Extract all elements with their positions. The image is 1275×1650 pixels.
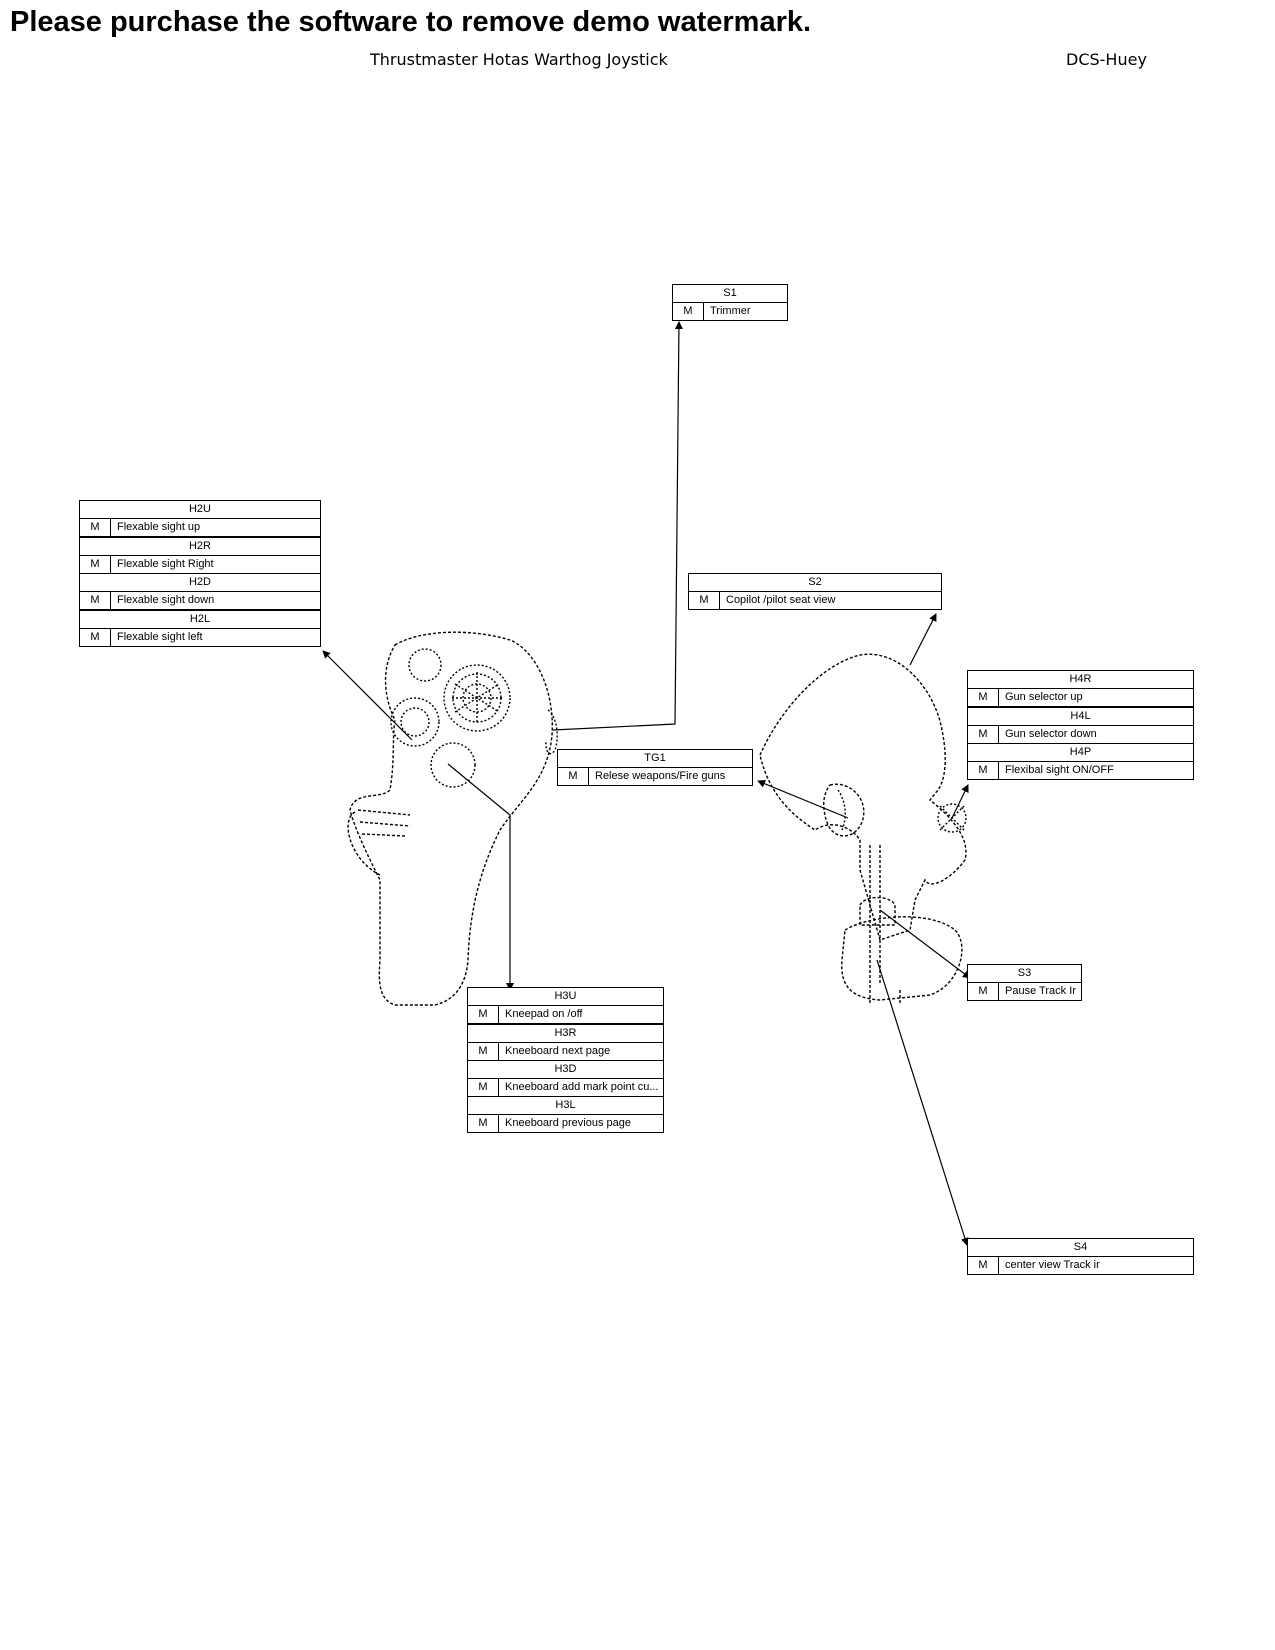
- modifier-label: M: [689, 592, 720, 609]
- leader-h2: [322, 650, 413, 741]
- action-label: Kneeboard next page: [505, 1045, 611, 1057]
- binding-box-s3: S3 M Pause Track Ir: [967, 964, 1082, 1001]
- button-label: S4: [968, 1239, 1193, 1257]
- modifier-label: M: [968, 1257, 999, 1274]
- action-label: Kneeboard add mark point cu...: [505, 1081, 659, 1093]
- trigger-illustration: [837, 789, 846, 831]
- modifier-label: M: [468, 1006, 499, 1023]
- action-label: Kneeboard previous page: [505, 1117, 631, 1129]
- leader-s4: [876, 959, 969, 1246]
- action-label: Kneepad on /off: [505, 1008, 583, 1020]
- button-s1-illustration: [545, 709, 558, 755]
- button-label: H3D: [468, 1061, 663, 1079]
- profile-title: DCS-Huey: [1066, 50, 1147, 69]
- binding-box-tg1: TG1 M Relese weapons/Fire guns: [557, 749, 753, 786]
- button-label: S2: [689, 574, 941, 592]
- hat-h3-illustration: [430, 664, 511, 788]
- button-label: H4R: [968, 671, 1193, 689]
- button-label: H4P: [968, 744, 1193, 762]
- hat-h2-illustration: [390, 648, 442, 747]
- binding-box-h3: H3U M Kneepad on /off H3R M Kneeboard next…: [467, 987, 664, 1133]
- action-label: Trimmer: [710, 305, 751, 317]
- action-label: center view Track ir: [1005, 1259, 1100, 1271]
- modifier-label: M: [80, 556, 111, 573]
- action-label: Relese weapons/Fire guns: [595, 770, 726, 782]
- leader-lines: [322, 321, 971, 1246]
- modifier-label: M: [673, 303, 704, 320]
- demo-watermark: Please purchase the software to remove d…: [10, 6, 812, 38]
- button-label: H2D: [80, 574, 320, 592]
- button-label: H2R: [80, 538, 320, 556]
- joystick-front-illustration: [347, 631, 553, 1006]
- button-label: H3U: [468, 988, 663, 1006]
- button-label: H2U: [80, 501, 320, 519]
- modifier-label: M: [80, 629, 111, 646]
- modifier-label: M: [968, 762, 999, 779]
- action-label: Flexable sight up: [117, 521, 201, 533]
- action-label: Copilot /pilot seat view: [726, 594, 836, 606]
- leader-s1: [552, 321, 683, 731]
- modifier-label: M: [468, 1115, 499, 1132]
- button-label: H4L: [968, 708, 1193, 726]
- leader-s3: [879, 909, 971, 979]
- binding-box-s1: S1 M Trimmer: [672, 284, 788, 321]
- binding-box-h4: H4R M Gun selector up H4L M Gun selector d…: [967, 670, 1194, 780]
- leader-s2: [909, 613, 937, 666]
- button-label: S1: [673, 285, 787, 303]
- action-label: Flexable sight Right: [117, 558, 214, 570]
- modifier-label: M: [468, 1043, 499, 1060]
- modifier-label: M: [468, 1079, 499, 1096]
- binding-box-s2: S2 M Copilot /pilot seat view: [688, 573, 942, 610]
- leader-h3: [447, 763, 514, 991]
- button-label: H2L: [80, 611, 320, 629]
- leader-h4: [951, 784, 969, 819]
- action-label: Flexable sight down: [117, 594, 215, 606]
- button-label: H3L: [468, 1097, 663, 1115]
- button-label: TG1: [558, 750, 752, 768]
- action-label: Gun selector down: [1005, 728, 1097, 740]
- modifier-label: M: [968, 689, 999, 706]
- button-label: H3R: [468, 1025, 663, 1043]
- button-label: S3: [968, 965, 1081, 983]
- modifier-label: M: [80, 519, 111, 536]
- action-label: Flexibal sight ON/OFF: [1005, 764, 1114, 776]
- modifier-label: M: [558, 768, 589, 785]
- device-title: Thrustmaster Hotas Warthog Joystick: [370, 50, 668, 69]
- leader-tg1: [757, 779, 849, 819]
- modifier-label: M: [968, 726, 999, 743]
- joystick-side-illustration: [759, 653, 967, 1005]
- modifier-label: M: [968, 983, 999, 1000]
- binding-box-h2: H2U M Flexable sight up H2R M Flexable sig…: [79, 500, 321, 647]
- action-label: Flexable sight left: [117, 631, 203, 643]
- modifier-label: M: [80, 592, 111, 609]
- action-label: Gun selector up: [1005, 691, 1083, 703]
- action-label: Pause Track Ir: [1005, 985, 1076, 997]
